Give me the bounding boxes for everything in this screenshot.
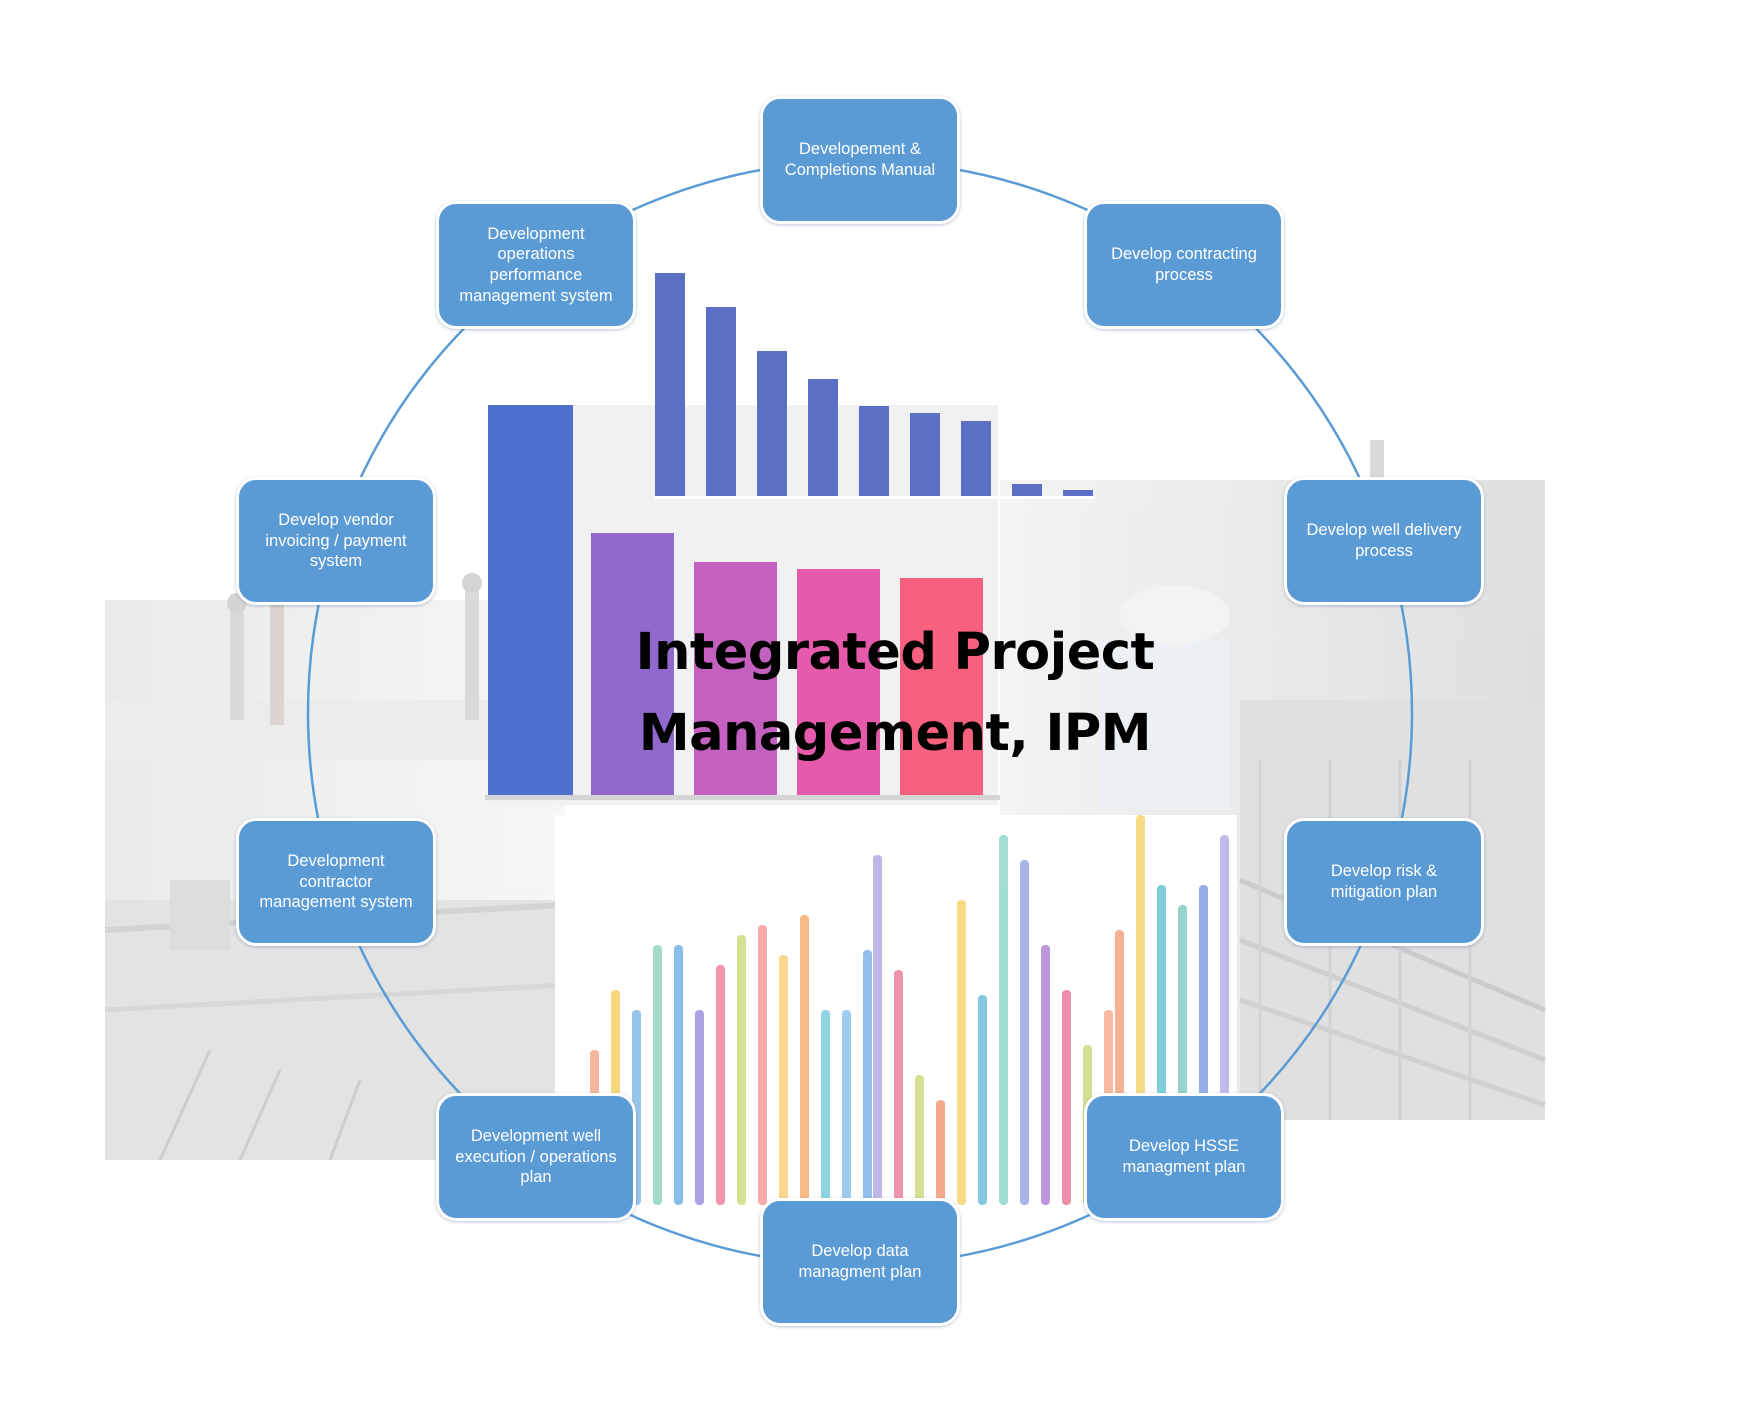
node-risk-label: Develop risk & mitigation plan	[1330, 862, 1438, 901]
node-well-execution[interactable]: Development well execution / operations …	[436, 1093, 636, 1221]
descending-bar-chart	[655, 273, 1095, 499]
node-contractor-label: Development contractor management system	[259, 852, 413, 912]
center-title: Integrated Project Management, IPM	[570, 612, 1220, 774]
node-data-label: Develop data managment plan	[798, 1242, 922, 1281]
node-well-delivery[interactable]: Develop well delivery process	[1284, 477, 1484, 605]
center-title-line-2: Management, IPM	[638, 704, 1152, 763]
node-vendor[interactable]: Develop vendor invoicing / payment syste…	[236, 477, 436, 605]
node-hsse-label: Develop HSSE managment plan	[1122, 1137, 1246, 1176]
node-risk[interactable]: Develop risk & mitigation plan	[1284, 818, 1484, 946]
node-well-execution-label: Development well execution / operations …	[455, 1127, 617, 1187]
node-data[interactable]: Develop data managment plan	[760, 1198, 960, 1326]
node-hsse[interactable]: Develop HSSE managment plan	[1084, 1093, 1284, 1221]
node-operations-label: Development operations performance manag…	[459, 224, 613, 305]
center-title-line-1: Integrated Project	[635, 623, 1155, 682]
node-manual[interactable]: Developement & Completions Manual	[760, 96, 960, 224]
colored-bar-chart	[485, 405, 1000, 800]
node-contractor[interactable]: Development contractor management system	[236, 818, 436, 946]
node-contracting[interactable]: Develop contracting process	[1084, 201, 1284, 329]
node-well-delivery-label: Develop well delivery process	[1306, 521, 1462, 560]
node-operations[interactable]: Development operations performance manag…	[436, 201, 636, 329]
node-contracting-label: Develop contracting process	[1111, 245, 1257, 284]
node-manual-label: Developement & Completions Manual	[784, 140, 936, 179]
node-vendor-label: Develop vendor invoicing / payment syste…	[265, 511, 407, 571]
